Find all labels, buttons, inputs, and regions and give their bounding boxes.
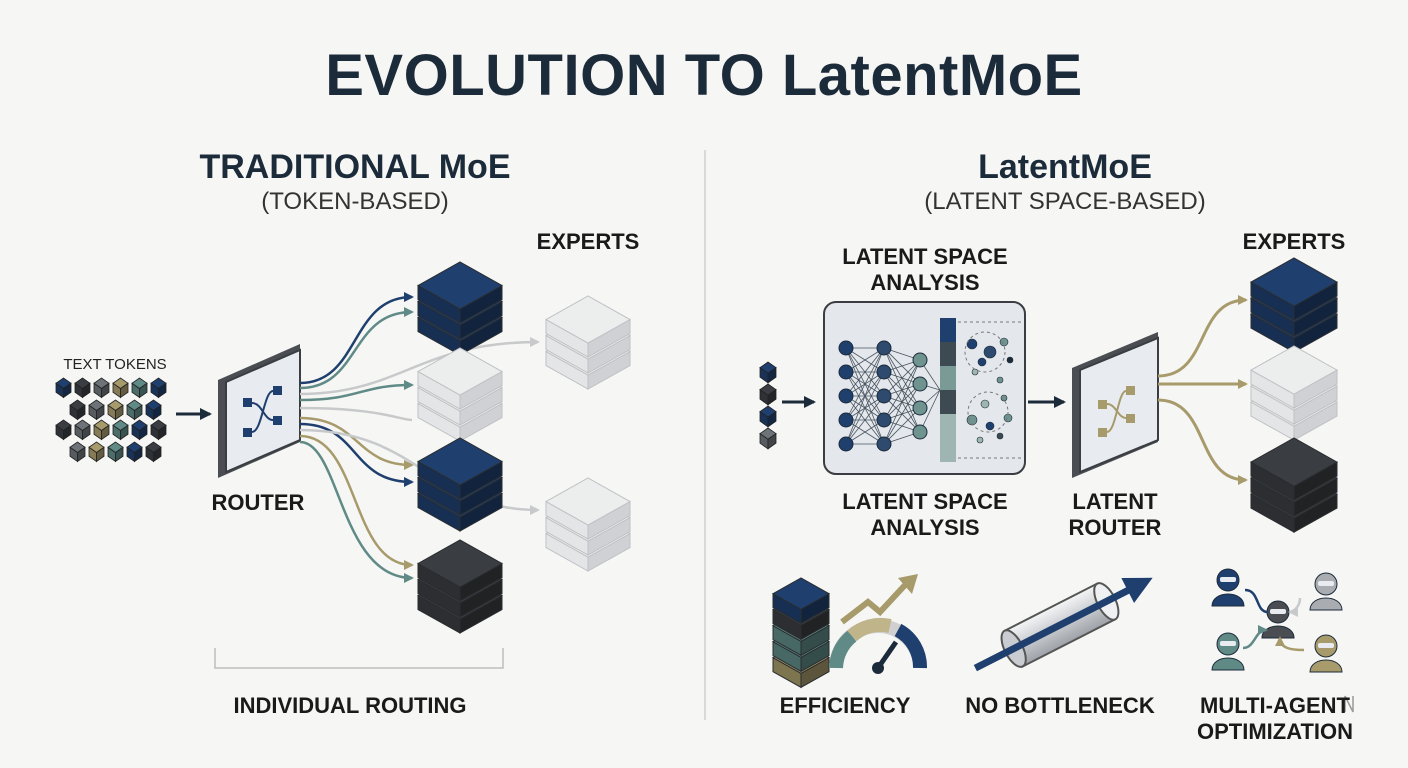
latent-analysis-label-top: LATENT SPACE ANALYSIS bbox=[842, 244, 1008, 295]
no-bottleneck-label: NO BOTTLENECK bbox=[965, 693, 1155, 718]
router-connections bbox=[299, 292, 540, 583]
page-title: EVOLUTION TO LatentMoE bbox=[325, 43, 1083, 108]
left-heading: TRADITIONAL MoE bbox=[199, 148, 511, 186]
latent-expert-stack-inactive bbox=[1249, 345, 1339, 442]
text-tokens-icon bbox=[55, 377, 167, 463]
right-experts-stacks bbox=[1249, 257, 1339, 534]
expert-stack-charcoal bbox=[416, 539, 504, 634]
expert-stack-inactive-1 bbox=[416, 347, 504, 442]
router-label: ROUTER bbox=[211, 490, 305, 515]
router-panel-icon bbox=[218, 344, 301, 478]
efficiency-stack bbox=[771, 577, 831, 689]
multi-agent-icon bbox=[1211, 568, 1343, 673]
latent-input-tokens-icon bbox=[759, 361, 777, 450]
text-tokens-label: TEXT TOKENS bbox=[63, 356, 167, 373]
efficiency-label: EFFICIENCY bbox=[779, 693, 911, 718]
expert-stack-inactive-2 bbox=[544, 295, 632, 390]
expert-stack-navy-1 bbox=[416, 261, 504, 356]
latent-router-connections bbox=[1157, 295, 1248, 485]
left-subheading: (TOKEN-BASED) bbox=[261, 188, 449, 215]
latent-space-analysis-box bbox=[823, 301, 1026, 475]
efficiency-gauge-icon bbox=[771, 574, 927, 689]
pipe-arrow-icon bbox=[973, 577, 1153, 672]
routing-bracket bbox=[214, 648, 504, 669]
latent-router-label: LATENT ROUTER bbox=[1068, 489, 1162, 540]
left-experts-label: EXPERTS bbox=[536, 229, 640, 254]
right-subheading: (LATENT SPACE-BASED) bbox=[924, 188, 1206, 215]
multi-agent-optimization-label: MULTI-AGENT OPTIMIZATION bbox=[1196, 693, 1354, 744]
latent-analysis-label-bottom: LATENT SPACE ANALYSIS bbox=[842, 489, 1008, 540]
watermark-glyph bbox=[1344, 695, 1354, 713]
expert-stack-inactive-3 bbox=[544, 477, 632, 572]
latent-router-panel-icon bbox=[1072, 332, 1159, 478]
latent-expert-stack-navy bbox=[1249, 257, 1339, 354]
right-experts-label: EXPERTS bbox=[1242, 229, 1346, 254]
right-heading: LatentMoE bbox=[978, 148, 1152, 186]
individual-routing-label: INDIVIDUAL ROUTING bbox=[233, 693, 467, 718]
left-experts-stacks bbox=[416, 261, 632, 634]
expert-stack-navy-2 bbox=[416, 437, 504, 532]
latent-expert-stack-charcoal bbox=[1249, 437, 1339, 534]
